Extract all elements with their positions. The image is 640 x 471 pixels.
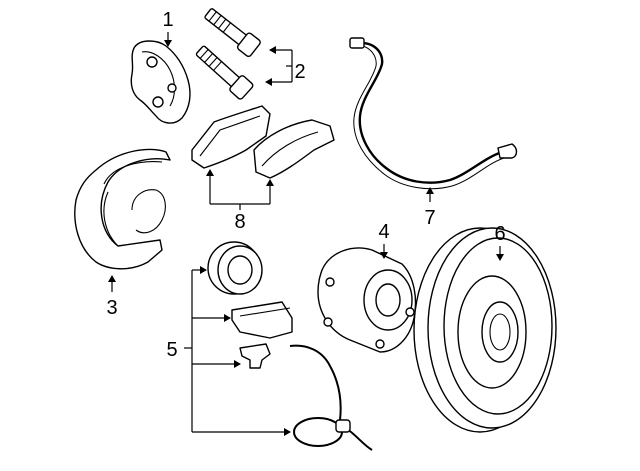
callout-5: 5: [166, 339, 177, 361]
leader-lines: [108, 32, 504, 436]
brake-rotor: [413, 227, 557, 433]
hub-bearing: [317, 247, 417, 353]
splash-shield: [74, 148, 171, 270]
callout-7: 7: [424, 207, 435, 229]
brake-hose: [349, 37, 518, 190]
callout-1: 1: [162, 9, 173, 31]
hub-components: [207, 241, 373, 451]
caliper-bracket: [130, 40, 191, 124]
callout-3: 3: [106, 297, 117, 319]
callout-6: 6: [494, 223, 505, 245]
callout-4: 4: [378, 221, 389, 243]
callout-8: 8: [234, 211, 245, 233]
brake-pads: [191, 105, 335, 179]
caliper-bolts: [195, 8, 261, 100]
callout-2: 2: [294, 61, 305, 83]
